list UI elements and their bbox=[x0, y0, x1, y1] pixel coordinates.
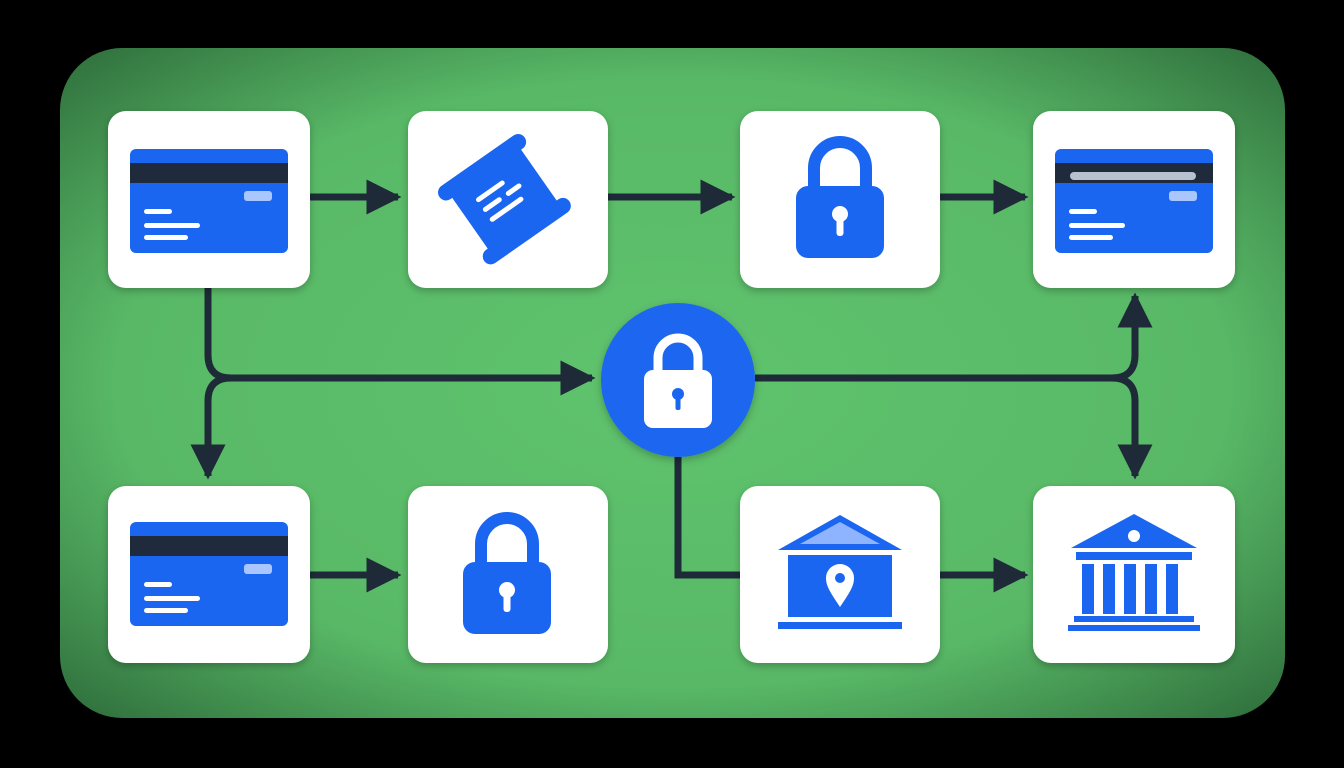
bank-location-icon bbox=[778, 515, 902, 629]
padlock-icon bbox=[644, 333, 712, 428]
node-hub bbox=[601, 303, 755, 457]
credit-card-icon bbox=[1055, 149, 1213, 253]
node-card-1 bbox=[108, 111, 310, 288]
node-receipt bbox=[408, 111, 608, 288]
receipt-scroll-icon bbox=[438, 133, 571, 265]
node-bank-location bbox=[740, 486, 940, 663]
node-lock-1 bbox=[740, 111, 940, 288]
arrow-hub-bank bbox=[1111, 374, 1153, 480]
node-bank bbox=[1033, 486, 1235, 663]
node-lock-2 bbox=[408, 486, 608, 663]
node-card-3 bbox=[108, 486, 310, 663]
bank-building-icon bbox=[1068, 514, 1200, 631]
arrow-branch-card3 bbox=[190, 374, 232, 480]
connector-hub-bank-location bbox=[674, 457, 740, 579]
node-card-2 bbox=[1033, 111, 1235, 288]
connectors bbox=[190, 179, 1153, 593]
credit-card-icon bbox=[130, 522, 288, 626]
credit-card-icon bbox=[130, 149, 288, 253]
